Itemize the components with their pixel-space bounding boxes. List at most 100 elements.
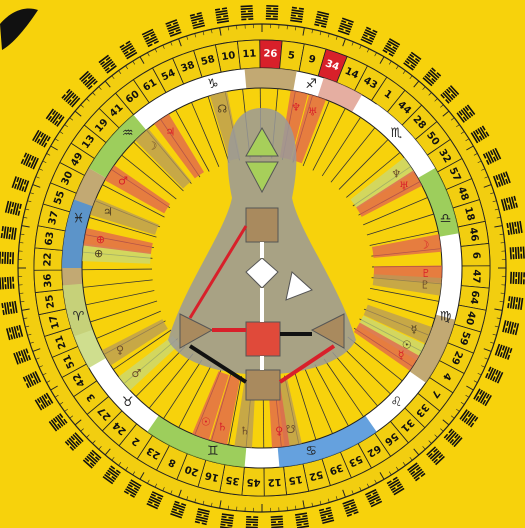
hexagram-icon [361,27,378,45]
zodiac-sign-icon: ♒ [122,126,134,141]
hexagram-icon [98,55,116,74]
hexagram-icon [403,52,421,71]
zodiac-sign-icon: ♍ [440,310,452,325]
zodiac-segment [245,68,297,91]
planet-icon: ⊕ [94,247,103,260]
gate-number: 12 [267,476,282,488]
planet-icon: ♂ [131,367,141,380]
hexagram-icon [0,252,14,265]
planet-icon: ☉ [201,416,211,429]
planet-icon: ♃ [165,126,175,139]
corner-brush-mark [0,9,38,50]
hexagram-icon [423,67,442,86]
hexagram-icon [387,477,405,496]
hexagram-icon [365,489,382,507]
hexagram-icon [215,7,229,23]
planet-icon: ☿ [411,323,418,336]
hexagram-icon [220,513,234,528]
hexagram-icon [65,432,84,451]
gate-number: 15 [288,473,304,486]
planet-icon: ☽ [419,239,429,252]
planet-icon: ♀ [116,344,124,357]
gate-number: 45 [246,476,260,488]
zodiac-sign-icon: ♈ [73,310,85,325]
zodiac-sign-icon: ♉ [122,395,134,410]
hexagram-icon [61,89,80,108]
hexagram-icon [79,71,98,90]
hexagram-icon [501,196,518,211]
hexagram-icon [241,5,254,20]
planet-icon: ☊ [217,102,227,115]
hexagram-icon [0,277,14,290]
hexagram-icon [32,130,51,148]
planet-icon: ♆ [391,167,401,180]
zodiac-sign-icon: ♌ [391,395,403,410]
sacral-center [246,322,280,356]
gate-number: 22 [42,252,54,266]
hexagram-icon [444,429,463,448]
gate-number: 46 [467,227,480,243]
hexagram-icon [124,479,142,498]
hexagram-icon [266,5,279,20]
planet-icon: ☿ [398,348,405,361]
hexagram-icon [440,85,459,104]
hexagram-icon [459,409,478,427]
hexagram-icon [507,296,523,310]
hexagram-icon [103,465,121,484]
hexagram-icon [1,301,17,315]
hexagram-icon [165,19,181,37]
gate-number: 35 [225,474,240,487]
hexagram-icon [170,501,186,519]
hexagram-icon [426,446,445,465]
hexagram-icon [190,12,205,29]
hexagram-icon [35,393,54,411]
gate-number: 64 [468,290,481,305]
gate-number: 6 [470,252,481,260]
planet-icon: ♅ [399,180,409,193]
hexagram-icon [471,125,490,143]
planet-icon: ♆ [291,101,301,114]
gate-number: 47 [470,269,482,283]
hexagram-icon [502,320,519,335]
zodiac-sign-icon: ♑ [207,77,219,92]
zodiac-sign-icon: ♐ [305,77,317,92]
hexagram-icon [314,11,329,28]
planet-icon: ♅ [308,106,318,119]
hexagram-icon [382,38,400,57]
hexagram-icon [290,7,304,23]
hexagram-icon [195,508,210,525]
planet-icon: ☽ [147,140,157,153]
hexagram-icon [506,221,522,235]
hexagram-icon [493,171,511,187]
gate-number: 26 [263,48,277,60]
hexagram-icon [319,507,334,524]
hexagram-icon [510,247,525,260]
planet-icon: ♂ [118,175,128,188]
gate-number: 11 [242,48,257,60]
planet-icon: ♀ [275,425,283,438]
hexagram-icon [485,367,503,384]
zodiac-sign-icon: ♏ [391,126,403,141]
hexagram-icon [483,148,501,165]
planet-icon: ♄ [240,425,250,438]
planet-icon: ♃ [103,205,113,218]
hexagram-icon [142,29,159,47]
hexagram-icon [456,104,475,122]
zodiac-sign-icon: ♓ [73,211,85,226]
hexagram-icon [119,41,137,60]
hexagram-icon [46,109,65,127]
hexagram-icon [5,201,22,216]
hexagram-icon [510,272,525,285]
hexagram-icon [21,152,39,169]
throat-center [246,208,278,242]
hexagram-icon [23,371,41,388]
hexagram-icon [83,450,102,469]
gate-number: 36 [42,273,54,288]
planet-icon: ⊕ [96,233,105,246]
hexagram-icon [1,226,17,240]
hexagram-icon [146,491,163,509]
zodiac-sign-icon: ♋ [305,444,317,459]
hexagram-icon [246,516,259,528]
planet-icon: ♄ [217,421,227,434]
